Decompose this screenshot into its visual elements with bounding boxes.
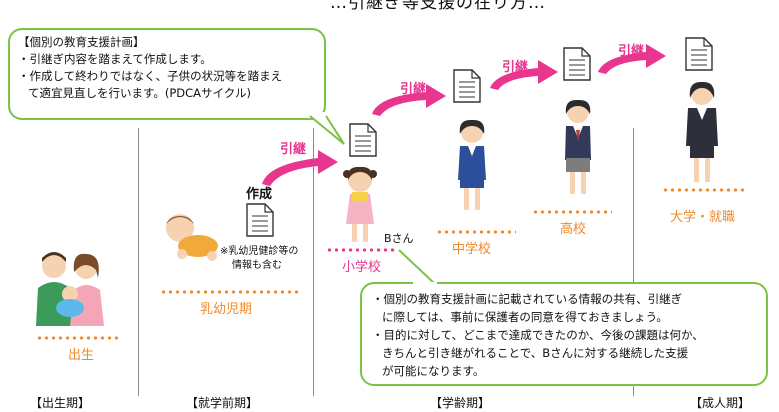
bubble-line: きちんと引き継がれることで、Bさんに対する継続した支援 bbox=[382, 346, 689, 360]
document-icon-elementary bbox=[349, 123, 377, 157]
handoff-label-1: 引継 bbox=[280, 142, 307, 157]
bubble-title: 【個別の教育支援計画】 bbox=[18, 35, 145, 49]
high-school-dots bbox=[532, 210, 612, 214]
handoff-arrow-2 bbox=[372, 84, 446, 116]
handoff-arrow-1 bbox=[262, 150, 338, 186]
bubble-tail-2 bbox=[398, 249, 438, 286]
stage-university: 大学・就職 bbox=[670, 210, 736, 225]
elementary-dots bbox=[326, 248, 396, 252]
stage-infant: 乳幼児期 bbox=[200, 302, 253, 317]
student-junior-high-illustration bbox=[458, 119, 486, 210]
bubble-line: ・目的に対して、どこまで達成できたのか、今後の課題は何か、 bbox=[372, 328, 704, 342]
bubble-line: ・個別の教育支援計画に記載されている情報の共有、引継ぎ bbox=[372, 292, 683, 306]
handoff-arrow-4 bbox=[598, 44, 666, 74]
girl-elementary-illustration bbox=[343, 166, 377, 242]
stage-junior-high: 中学校 bbox=[452, 242, 492, 257]
note-line-2: 情報も含む bbox=[232, 260, 282, 271]
sharing-info-bubble: ・個別の教育支援計画に記載されている情報の共有、引継ぎ に際しては、事前に保護者… bbox=[360, 282, 768, 386]
junior-high-dots bbox=[436, 230, 516, 234]
bubble-line: に際しては、事前に保護者の同意を得ておきましょう。 bbox=[382, 310, 668, 324]
period-adult: 【成人期】 bbox=[690, 396, 751, 410]
b-san-label: Bさん bbox=[384, 232, 414, 245]
birth-dots bbox=[36, 336, 120, 340]
document-icon-junior-high bbox=[453, 69, 481, 103]
handoff-label-4: 引継 bbox=[618, 44, 645, 59]
divider-1 bbox=[138, 128, 139, 396]
document-icon-university bbox=[685, 37, 713, 71]
bubble-line: て適宜見直しを行います。(PDCAサイクル) bbox=[28, 86, 251, 100]
period-preschool: 【就学前期】 bbox=[186, 396, 259, 410]
bubble-line: が可能になります。 bbox=[382, 364, 485, 378]
period-birth: 【出生期】 bbox=[30, 396, 91, 410]
stage-birth: 出生 bbox=[68, 348, 95, 363]
divider-2 bbox=[313, 128, 314, 396]
university-dots bbox=[662, 188, 746, 192]
page-heading-partial: …引継ぎ等支援の在り方… bbox=[330, 0, 546, 13]
stage-high-school: 高校 bbox=[560, 222, 587, 237]
infant-dots bbox=[160, 290, 300, 294]
bubble-line: ・引継ぎ内容を踏まえて作成します。 bbox=[18, 52, 212, 66]
divider-3 bbox=[633, 128, 634, 396]
handoff-arrow-3 bbox=[490, 60, 558, 90]
student-high-school-illustration bbox=[565, 99, 591, 194]
document-icon-infant bbox=[246, 203, 274, 237]
plan-info-bubble: 【個別の教育支援計画】 ・引継ぎ内容を踏まえて作成します。 ・作成して終わりでは… bbox=[8, 28, 326, 120]
sakusei-label: 作成 bbox=[246, 187, 273, 202]
handoff-label-2: 引継 bbox=[400, 82, 427, 97]
document-icon-high-school bbox=[563, 47, 591, 81]
bubble-tail bbox=[309, 112, 345, 145]
crawling-baby-illustration bbox=[166, 214, 218, 261]
adult-woman-illustration bbox=[686, 81, 718, 182]
stage-elementary: 小学校 bbox=[342, 260, 382, 275]
bubble-line: ・作成して終わりではなく、子供の状況等を踏まえ bbox=[18, 69, 283, 83]
handoff-label-3: 引継 bbox=[502, 60, 529, 75]
note-line-1: ※乳幼児健診等の bbox=[220, 246, 299, 257]
period-school: 【学齢期】 bbox=[430, 396, 491, 410]
parents-with-baby-illustration bbox=[36, 252, 104, 326]
